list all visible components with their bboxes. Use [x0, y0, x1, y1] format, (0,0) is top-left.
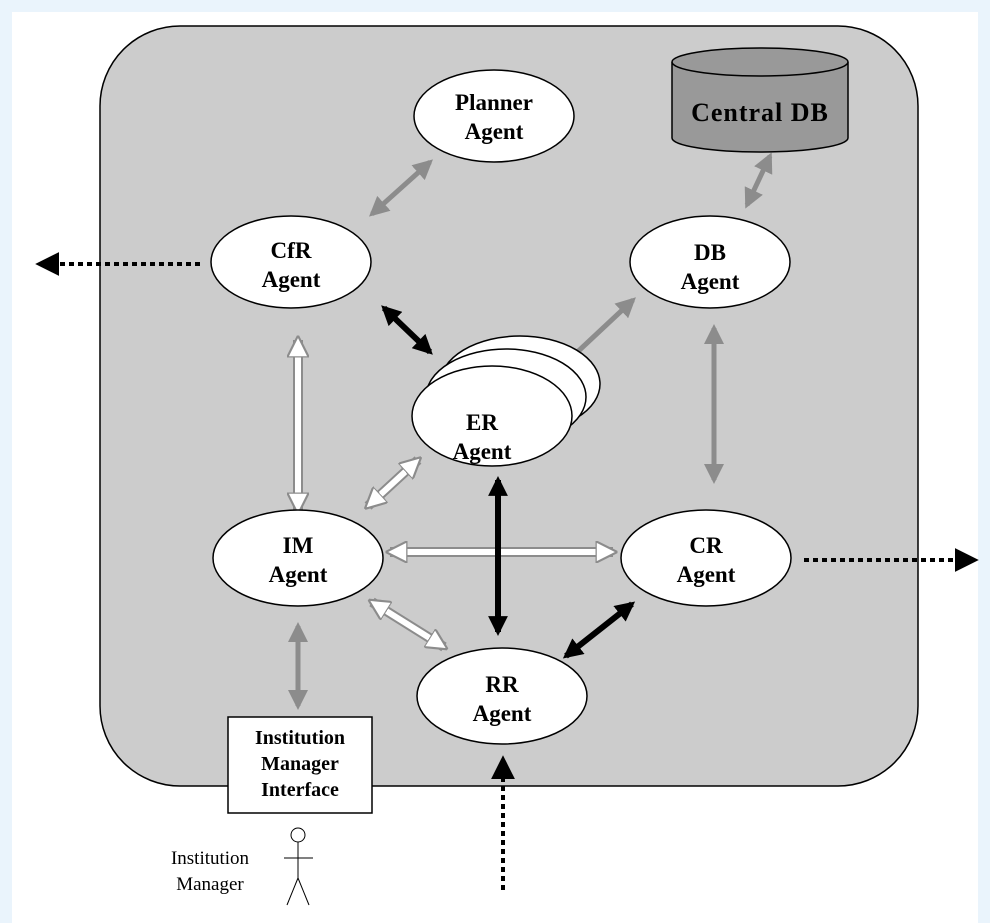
- planner-agent-label: Planner Agent: [432, 88, 556, 146]
- er-agent-node: [411, 365, 573, 467]
- im-agent-label-line2: Agent: [268, 562, 328, 587]
- actor-label-line2: Manager: [176, 874, 244, 895]
- planner-agent-node: [413, 69, 575, 163]
- rr-agent-label-line2: Agent: [472, 701, 532, 726]
- cr-agent-label-line2: Agent: [676, 562, 736, 587]
- arrow-centraldb-dbagent: [744, 152, 773, 209]
- db-agent-label-line2: Agent: [680, 269, 740, 294]
- cfr-agent-node: [210, 215, 372, 309]
- db-agent-node: [629, 215, 791, 309]
- db-agent-label-line1: DB: [694, 240, 726, 265]
- im-agent-node: [212, 509, 384, 607]
- planner-agent-label-line2: Agent: [464, 119, 524, 144]
- im-agent-label-line1: IM: [282, 533, 314, 558]
- rr-agent-label-line1: RR: [485, 672, 519, 697]
- er-agent-stack: [411, 335, 601, 467]
- im-agent-label: IM Agent: [236, 531, 360, 589]
- arrow-im-er: [368, 460, 418, 506]
- cr-agent-label-line1: CR: [689, 533, 723, 558]
- central-db-cylinder: [671, 47, 849, 153]
- cr-agent-label: CR Agent: [644, 531, 768, 589]
- cfr-agent-label: CfR Agent: [229, 236, 353, 294]
- db-agent-label: DB Agent: [648, 238, 772, 296]
- actor-label-line1: Institution: [170, 848, 250, 869]
- rr-agent-node: [416, 647, 588, 745]
- arrow-cfr-er: [381, 305, 433, 355]
- er-agent-label: ER Agent: [420, 408, 544, 466]
- er-agent-label-line2: Agent: [452, 439, 512, 464]
- interface-label-line1: Institution: [254, 727, 346, 749]
- er-agent-label-line1: ER: [466, 410, 498, 435]
- central-db-label: Central DB: [691, 98, 829, 127]
- interface-label-line3: Interface: [261, 779, 339, 801]
- interface-box: [227, 716, 373, 814]
- arrow-planner-cfr: [369, 159, 433, 217]
- cfr-agent-label-line1: CfR: [270, 238, 312, 263]
- institution-manager-figure: [284, 827, 313, 906]
- arrow-im-rr: [372, 597, 444, 652]
- rr-agent-label: RR Agent: [440, 670, 564, 728]
- cfr-agent-label-line2: Agent: [261, 267, 321, 292]
- arrow-cr-rr: [562, 601, 636, 659]
- interface-label-line2: Manager: [261, 753, 339, 775]
- interface-label: Institution Manager Interface: [228, 725, 372, 803]
- actor-label: Institution Manager: [150, 846, 270, 898]
- cr-agent-node: [620, 509, 792, 607]
- planner-agent-label-line1: Planner: [455, 90, 533, 115]
